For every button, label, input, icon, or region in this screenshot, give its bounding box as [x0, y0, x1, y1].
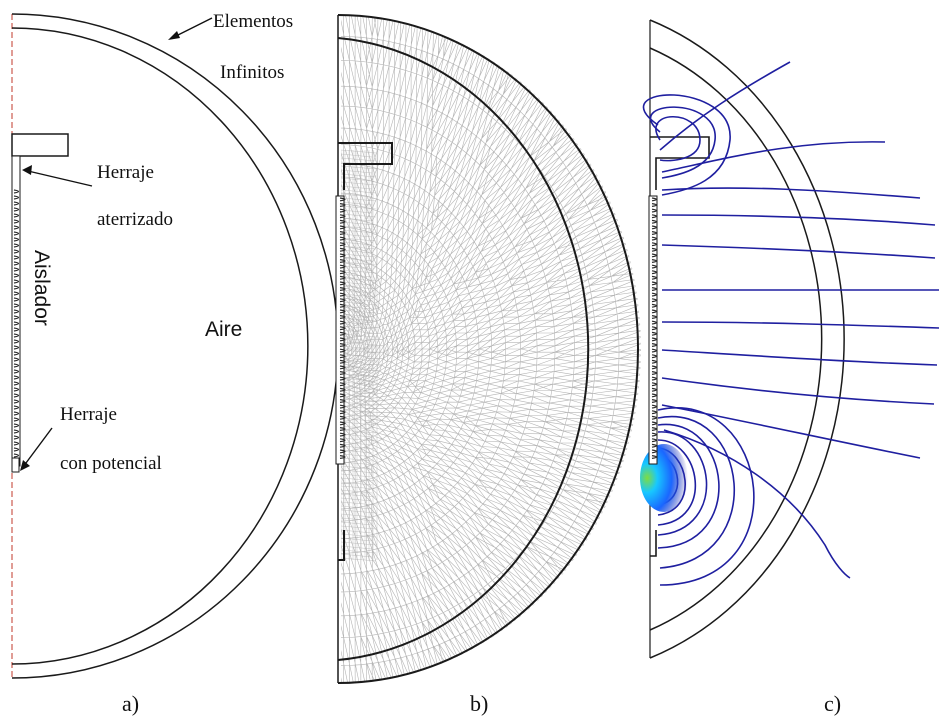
field-line: [657, 423, 720, 549]
arrow-elementos: [168, 17, 213, 40]
insulator-sheds-c: [651, 197, 658, 459]
caption-c: c): [824, 691, 841, 716]
label-herraje-top: Herraje: [97, 162, 154, 183]
field-line: [657, 415, 735, 569]
panel-c: c): [640, 19, 940, 716]
field-line: [663, 429, 851, 579]
inner-boundary-a: [11, 27, 309, 665]
outer-boundary-a: [11, 13, 339, 679]
label-aislador: Aislador: [30, 250, 53, 326]
panel-b: b): [335, 14, 641, 716]
field-line: [661, 141, 886, 173]
outer-boundary-c: [649, 19, 845, 659]
arrow-herraje-aterrizado: [22, 165, 93, 187]
inner-boundary-b: [337, 37, 590, 661]
caption-b: b): [470, 691, 488, 716]
inner-boundary-c: [649, 47, 823, 631]
insulator-body-b: [335, 195, 345, 465]
label-herraje-bottom: Herraje: [60, 404, 117, 425]
field-line: [659, 61, 791, 151]
label-con-potencial: con potencial: [60, 453, 162, 474]
panel-a: Elementos Infinitos Herraje aterrizado A…: [11, 11, 339, 716]
fitting-outline-b: [338, 142, 393, 561]
field-line: [661, 404, 921, 459]
field-line: [661, 349, 938, 366]
field-line: [650, 106, 716, 179]
insulator-sheds-b: [339, 197, 346, 459]
label-aterrizado: aterrizado: [97, 209, 173, 230]
field-line: [642, 94, 731, 196]
label-elementos: Elementos: [213, 11, 293, 32]
field-line: [661, 377, 935, 405]
label-aire: Aire: [205, 318, 242, 341]
equipotential-lines: [642, 61, 940, 586]
label-infinitos: Infinitos: [220, 62, 284, 83]
field-line: [661, 187, 921, 199]
field-line: [657, 431, 708, 536]
grounded-fitting-a: [11, 133, 69, 157]
caption-a: a): [122, 691, 139, 716]
high-field-core: [640, 444, 688, 512]
fitting-outline-c: [650, 136, 710, 557]
field-line: [657, 439, 696, 526]
insulator-sheds-a: [13, 189, 20, 458]
field-line: [661, 321, 940, 329]
field-line: [661, 244, 936, 259]
field-line: [657, 407, 755, 586]
energized-fitting-a: [11, 457, 20, 473]
outer-boundary-b: [337, 14, 639, 684]
field-line: [661, 214, 936, 226]
arrow-herraje-potencial: [20, 427, 53, 471]
field-line: [655, 115, 701, 162]
